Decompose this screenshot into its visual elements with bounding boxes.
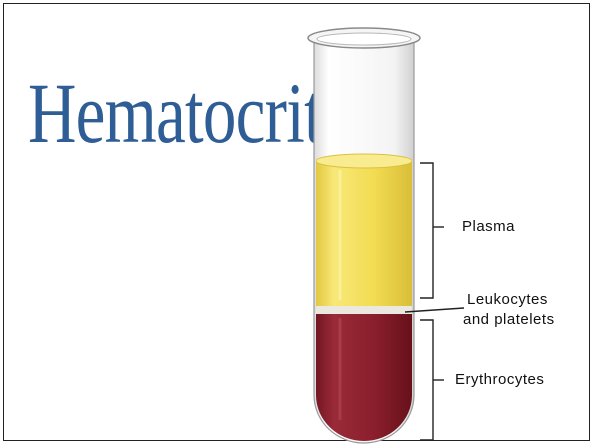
- erythrocytes-label: Erythrocytes: [455, 371, 545, 388]
- plasma-layer: [316, 160, 412, 308]
- platelets-label: and platelets: [463, 311, 555, 328]
- leukocytes-label: Leukocytes: [467, 291, 548, 308]
- slide-frame: [3, 3, 590, 441]
- erythrocyte-layer: [316, 314, 412, 441]
- buffy-coat-layer: [316, 306, 412, 315]
- slide-title: Hematocrit: [28, 65, 323, 161]
- leukocytes-pointer: [404, 307, 465, 313]
- plasma-bracket: [420, 162, 444, 299]
- erythrocytes-bracket: [420, 319, 444, 441]
- plasma-label: Plasma: [462, 218, 516, 235]
